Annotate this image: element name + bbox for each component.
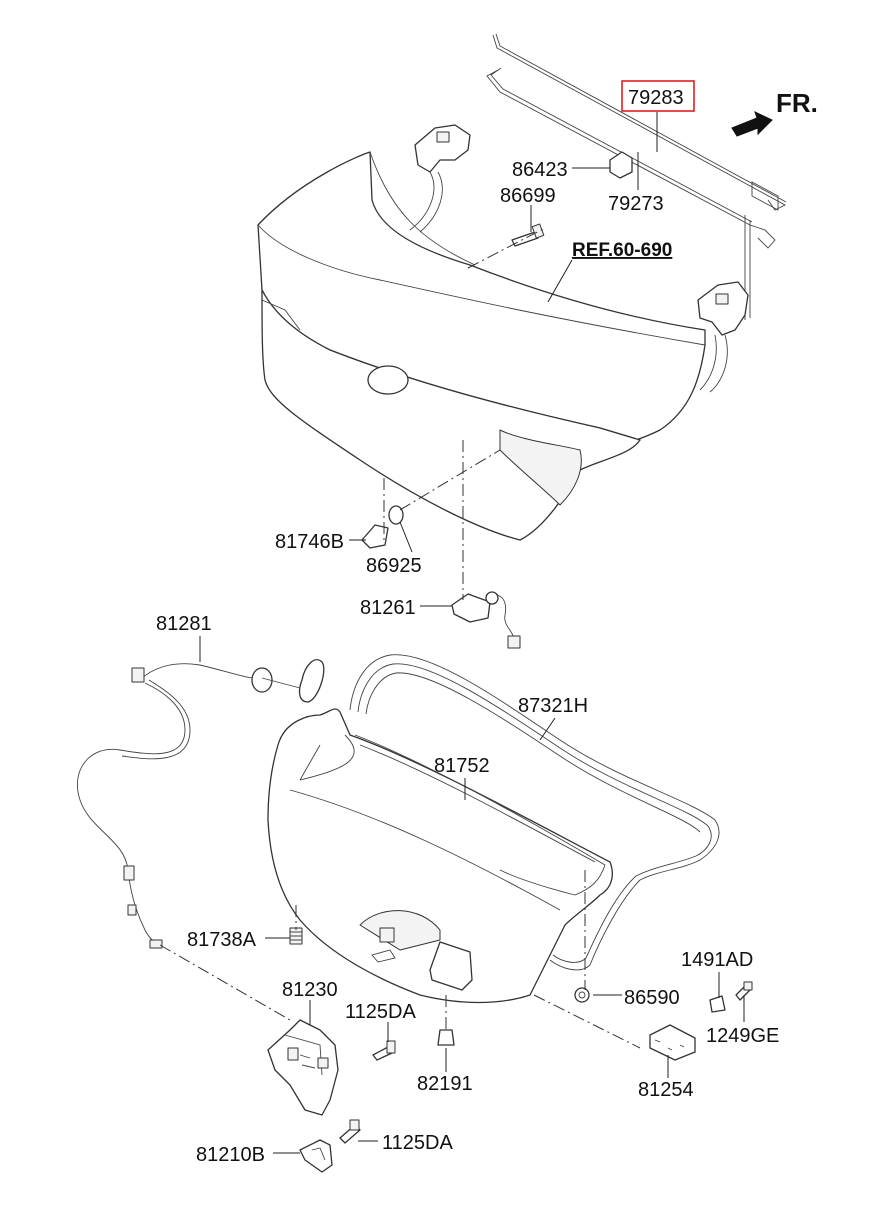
front-direction-arrow	[731, 111, 773, 137]
part-label-82191[interactable]: 82191	[417, 1073, 473, 1095]
right-hinge	[697, 281, 749, 393]
part-label-1249GE[interactable]: 1249GE	[706, 1025, 779, 1047]
striker-81210B	[299, 1139, 333, 1173]
part-label-81254[interactable]: 81254	[638, 1079, 694, 1101]
part-label-1125DA-upper[interactable]: 1125DA	[345, 1001, 416, 1023]
part-label-1125DA-lower[interactable]: 1125DA	[382, 1132, 453, 1154]
screw-1249GE	[735, 981, 753, 1001]
latch-81230	[267, 1019, 339, 1116]
clip-81746B	[361, 524, 389, 549]
part-label-81281[interactable]: 81281	[156, 613, 212, 635]
reference-label: REF.60-690	[572, 240, 672, 261]
bracket-86423	[609, 151, 633, 179]
left-hinge	[409, 124, 471, 233]
highlight-box-79283	[621, 80, 695, 112]
part-label-79273[interactable]: 79273	[608, 193, 664, 215]
part-label-79283[interactable]: 79283	[628, 87, 684, 109]
part-label-1491AD[interactable]: 1491AD	[681, 949, 753, 971]
part-label-81746B[interactable]: 81746B	[275, 531, 344, 553]
bolt-1125DA-lower	[339, 1119, 361, 1144]
switch-81254	[649, 1024, 696, 1061]
bumper-81738A	[289, 927, 303, 945]
part-label-86699[interactable]: 86699	[500, 185, 556, 207]
bracket-1491AD	[709, 995, 726, 1013]
part-label-81210B[interactable]: 81210B	[196, 1144, 265, 1166]
part-label-81230[interactable]: 81230	[282, 979, 338, 1001]
part-label-81738A[interactable]: 81738A	[187, 929, 257, 951]
cable-81281	[76, 659, 325, 949]
bolt-1125DA-upper	[372, 1040, 396, 1061]
trunk-lid	[257, 151, 706, 541]
part-label-86423[interactable]: 86423	[512, 159, 568, 181]
leader-lines	[199, 112, 745, 1154]
plug-86925	[388, 505, 404, 525]
part-label-81752[interactable]: 81752	[434, 755, 490, 777]
part-label-81261[interactable]: 81261	[360, 597, 416, 619]
weatherstrip-87321H	[349, 654, 720, 971]
clip-82191	[437, 1029, 455, 1046]
part-label-87321H[interactable]: 87321H	[518, 695, 588, 717]
lamp-81261	[451, 591, 521, 649]
trunk-inner-panel	[267, 708, 613, 1004]
part-label-86925[interactable]: 86925	[366, 555, 422, 577]
nut-86590	[574, 987, 590, 1003]
part-label-86590[interactable]: 86590	[624, 987, 680, 1009]
direction-label: FR.	[776, 88, 818, 118]
assembly-lines	[159, 227, 641, 1049]
